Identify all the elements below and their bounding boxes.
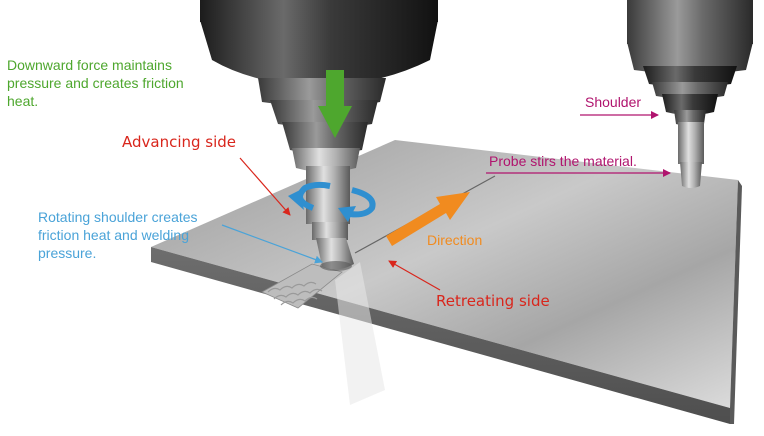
downward-force-arrow-icon <box>318 70 352 138</box>
retreating-side-label: Retreating side <box>436 292 550 310</box>
direction-label: Direction <box>427 232 483 248</box>
rotating-shoulder-line-2: friction heat and welding <box>38 227 189 243</box>
shoulder-label: Shoulder <box>585 94 642 110</box>
rotating-shoulder-line-1: Rotating shoulder creates <box>38 209 198 225</box>
downward-force-line-2: pressure and creates friction <box>7 75 184 91</box>
downward-force-label: Downward force maintains pressure and cr… <box>7 56 184 110</box>
metal-plate <box>151 140 742 424</box>
probe-label: Probe stirs the material. <box>489 153 637 169</box>
advancing-side-pointer <box>239 157 291 216</box>
rotating-shoulder-label: Rotating shoulder creates friction heat … <box>38 208 198 262</box>
direction-arrow-icon <box>386 192 470 246</box>
inset-tool-image <box>627 0 753 188</box>
advancing-side-label: Advancing side <box>122 133 237 151</box>
downward-force-line-3: heat. <box>7 93 39 109</box>
rotation-arrows-icon <box>288 181 376 222</box>
welding-tool <box>200 0 438 271</box>
rotating-shoulder-line-3: pressure. <box>38 245 97 261</box>
downward-force-line-1: Downward force maintains <box>7 57 172 73</box>
retreating-side-pointer <box>388 260 441 291</box>
rotating-shoulder-pointer <box>221 224 323 264</box>
